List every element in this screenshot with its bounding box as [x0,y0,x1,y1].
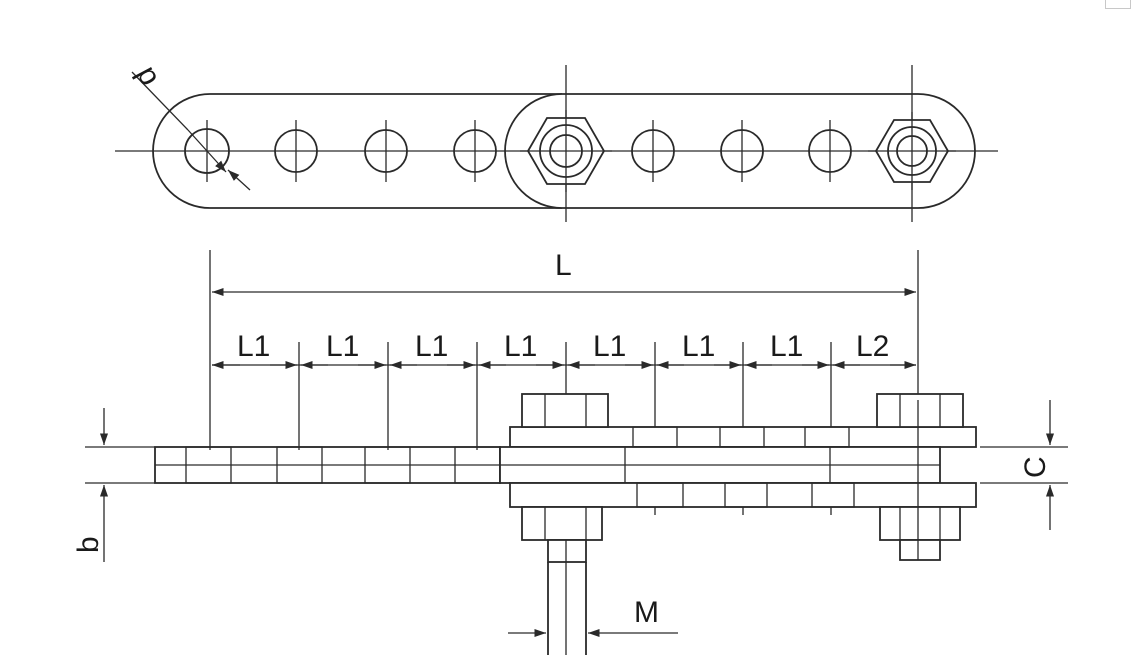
diameter-dimension: d [127,62,251,191]
thickness-label: b [72,536,105,553]
hole-group [184,120,852,182]
pitch-label-4: L1 [504,330,537,363]
lower-hole-sections [636,482,855,508]
hex-nut-top-left [520,110,612,192]
bolt-assembly-right [876,393,964,561]
end-pitch-label: L2 [856,330,889,363]
pitch-label-2: L1 [326,330,359,363]
overall-length-dimension: L [209,249,919,450]
pitch-label-6: L1 [682,330,715,363]
hole [453,120,497,182]
clamp-dimension-c: C [980,400,1068,530]
top-view: d [115,62,998,222]
length-label: L [555,249,572,282]
pitch-label-1: L1 [237,330,270,363]
hole [720,120,764,182]
bolt-assembly-left [521,393,609,655]
pitch-label-5: L1 [593,330,626,363]
pitch-dimensions: L1 L1 L1 L1 L1 L1 L1 L2 [212,330,916,560]
pitch-label-7: L1 [770,330,803,363]
lower-clamp-plate [509,482,977,508]
hex-nut-top-right [868,112,956,190]
bolt-size-label: M [634,596,659,629]
upper-clamp-plate [509,426,977,448]
hole [364,120,408,182]
clamp-label: C [1019,456,1052,478]
side-view [154,393,977,655]
corner-frame [1105,0,1131,9]
hole [631,120,675,182]
bolt-size-dimension-m: M [508,596,678,638]
upper-hole-sections [632,426,850,448]
plate-hole-sections [185,446,501,484]
diameter-label: d [127,62,164,92]
thickness-dimension-b: b [72,408,155,562]
hole [274,120,318,182]
hole [808,120,852,182]
pitch-label-3: L1 [415,330,448,363]
